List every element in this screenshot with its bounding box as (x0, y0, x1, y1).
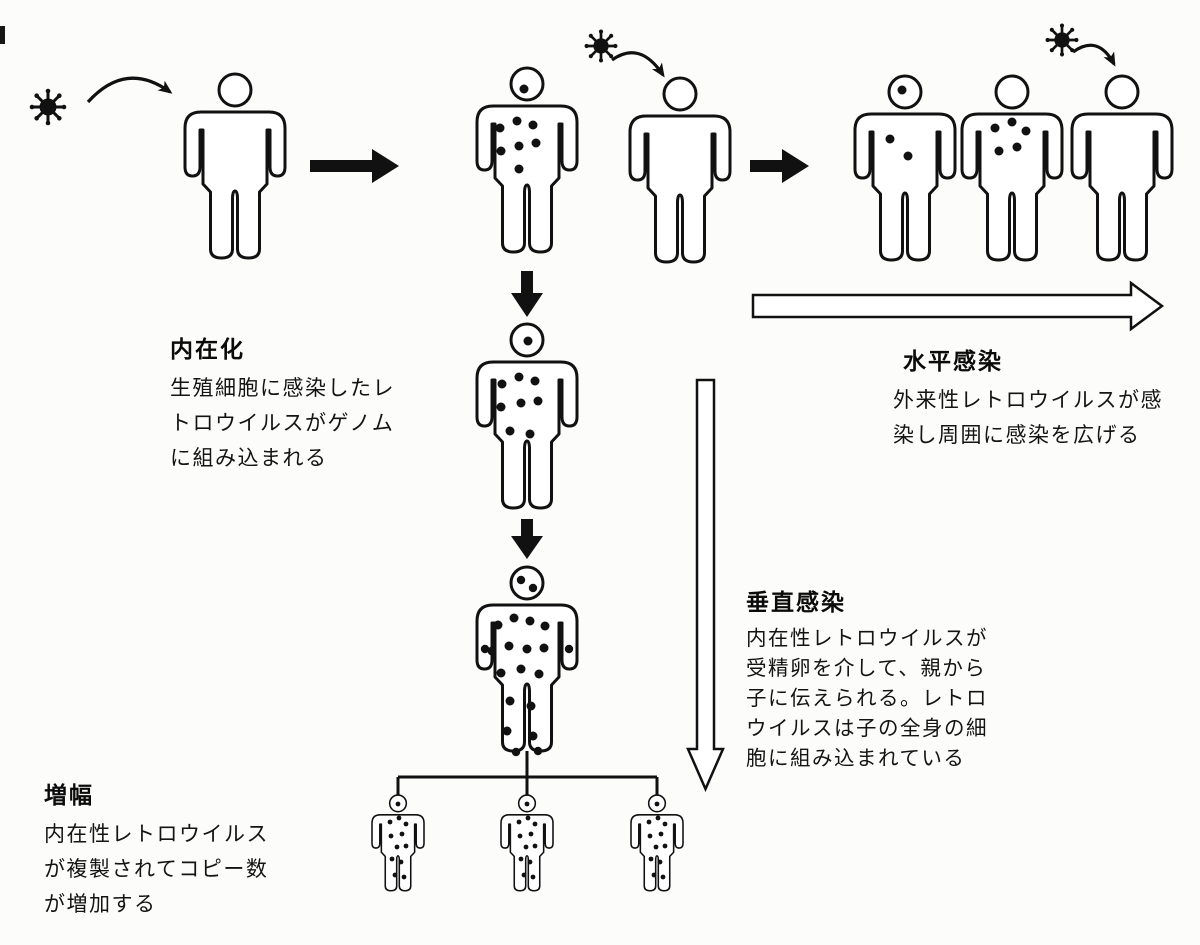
virus-dots-endogenized (496, 336, 543, 439)
horizontal-infection-heading: 水平感染 (903, 348, 1003, 374)
solid-arrow-down-icon (511, 519, 543, 559)
curved-arrow-icon (611, 51, 665, 78)
virus-dots-offspring-1 (387, 801, 409, 880)
virus-icon (583, 28, 619, 64)
person-spread-2 (960, 74, 1064, 262)
person-contact (628, 76, 732, 264)
virus-icon (28, 87, 68, 127)
scan-artifact (0, 26, 5, 44)
solid-arrow-right-icon (750, 149, 809, 183)
vertical-infection-heading: 垂直感染 (746, 589, 846, 615)
label-line: 内在性レトロウイルス (44, 822, 269, 846)
person-offspring-3 (630, 794, 684, 892)
horizontal-infection-label: 水平感染 外来性レトロウイルスが感 染し周囲に感染を広げる (893, 342, 1163, 453)
person-fully-endogenized (475, 565, 579, 753)
label-line: が増加する (44, 892, 157, 916)
label-line: ウイルスは子の全身の細 (746, 718, 988, 740)
person-spread-1 (853, 74, 957, 262)
curved-arrow-icon (1072, 43, 1116, 67)
offspring-branch-lines (396, 751, 659, 796)
solid-arrow-down-icon (511, 271, 543, 317)
virus-dots-offspring-3 (646, 801, 668, 880)
virus-dots-spread-1 (885, 85, 913, 161)
label-line: 内在性レトロウイルスが (746, 628, 988, 650)
label-line: 生殖細胞に感染したレ (170, 376, 395, 400)
person-uninfected-source (183, 72, 287, 260)
amplification-heading: 増幅 (44, 782, 94, 808)
label-line: が複製されてコピー数 (44, 857, 269, 881)
label-line: 胞に組み込まれている (746, 748, 966, 770)
label-line: 染し周囲に感染を広げる (893, 423, 1141, 447)
person-infected-primary (475, 66, 579, 254)
person-offspring-1 (371, 794, 425, 892)
person-endogenized (475, 322, 579, 510)
solid-arrow-right-icon (310, 149, 399, 183)
outline-arrow-vertical-icon (686, 378, 725, 793)
amplification-label: 増幅 内在性レトロウイルス が複製されてコピー数 が増加する (44, 776, 269, 922)
virus-dots-primary (495, 84, 541, 174)
person-offspring-2 (500, 794, 554, 892)
label-line: に組み込まれる (170, 446, 328, 470)
virus-dots-offspring-2 (516, 801, 538, 880)
label-line: 受精卵を介して、親から (746, 658, 987, 680)
internalization-label: 内在化 生殖細胞に感染したレ トロウイルスがゲノム に組み込まれる (170, 330, 395, 476)
label-line: 外来性レトロウイルスが感 (893, 388, 1163, 412)
internalization-heading: 内在化 (170, 336, 245, 362)
vertical-infection-label: 垂直感染 内在性レトロウイルスが 受精卵を介して、親から 子に伝えられる。レトロ… (746, 583, 988, 774)
label-line: トロウイルスがゲノム (170, 411, 395, 435)
label-line: 子に伝えられる。レトロ (746, 688, 988, 710)
virus-dots-full-body (480, 575, 574, 757)
outline-arrow-horizontal-icon (751, 280, 1165, 332)
curved-arrow-icon (86, 76, 173, 104)
virus-dots-spread-2 (990, 117, 1031, 156)
person-spread-3 (1070, 74, 1174, 262)
